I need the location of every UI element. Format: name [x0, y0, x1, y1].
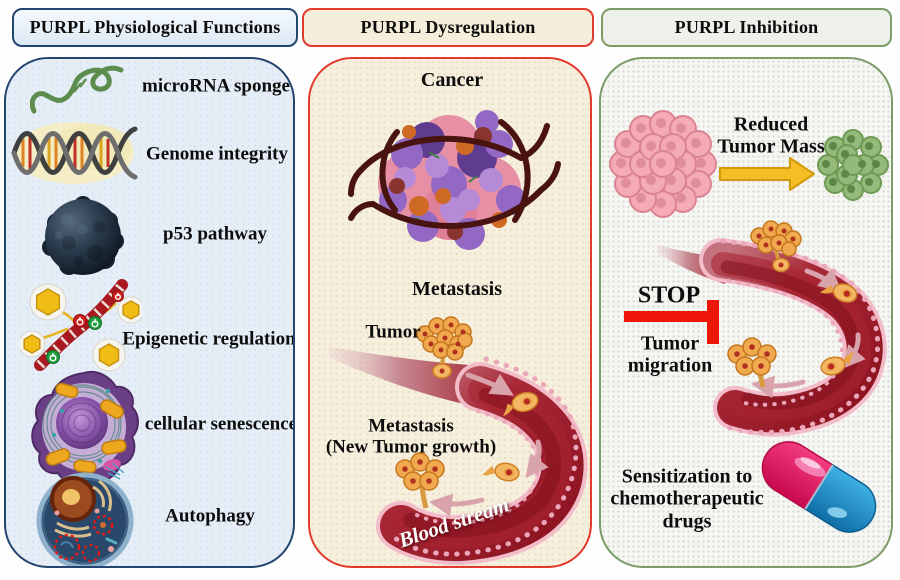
reduced-line1: Reduced — [733, 113, 809, 136]
stop-label: STOP — [637, 282, 701, 309]
reduced-tumor-arrow-icon — [719, 157, 815, 191]
autophagy-label: Autophagy — [165, 505, 255, 527]
pink-tumor-illustration — [609, 110, 717, 218]
autophagy-cell-icon — [36, 472, 134, 566]
cellular-senescence-label: cellular senescence — [144, 413, 295, 435]
microrna-sponge-icon — [30, 65, 124, 114]
sensitization-line3: drugs — [662, 510, 712, 533]
dna-helix-icon — [11, 122, 138, 184]
stop-bar-icon — [624, 300, 719, 344]
metastasis-tumor-cells — [395, 452, 445, 509]
capsule-pill-icon — [761, 441, 877, 533]
circulating-tumor-cells — [481, 391, 539, 482]
microrna-sponge-label: microRNA sponge — [142, 75, 290, 97]
new-tumor-growth-line1: Metastasis — [368, 415, 454, 437]
tumor-label: Tumor — [365, 321, 421, 343]
migration-line2: migration — [627, 355, 713, 377]
dysregulation-panel: Cancer Metastasis Tumor Metastasis (New … — [308, 57, 592, 568]
inhibition-circulating-cells — [819, 283, 858, 376]
header-dysregulation: PURPL Dysregulation — [302, 8, 594, 47]
inhibition-illustration — [609, 110, 889, 533]
green-tumor-illustration — [817, 129, 889, 201]
functions-panel: microRNA sponge Genome integrity — [4, 57, 295, 568]
migration-line1: Tumor — [640, 332, 700, 355]
p53-protein-icon — [42, 196, 124, 275]
genome-integrity-label: Genome integrity — [146, 143, 288, 165]
new-tumor-growth-label: Metastasis (New Tumor growth) — [326, 416, 496, 459]
header-dysregulation-label: PURPL Dysregulation — [360, 17, 536, 37]
sensitization-label: Sensitization to chemotherapeutic drugs — [610, 465, 763, 532]
cancer-tumor-illustration — [348, 110, 561, 250]
reduced-line2: Tumor Mass — [717, 136, 825, 158]
header-inhibition-label: PURPL Inhibition — [674, 17, 819, 37]
header-functions: PURPL Physiological Functions — [12, 8, 298, 47]
senescent-cell-icon — [31, 371, 139, 485]
epigenetic-regulation-label: Epigenetic regulation — [122, 328, 295, 350]
sensitization-line2: chemotherapeutic — [610, 487, 764, 510]
epigenetic-dna-icon — [20, 279, 142, 372]
metastasis-label: Metastasis — [412, 277, 502, 300]
dysregulation-illustration — [329, 110, 588, 566]
inhibition-panel: Reduced Tumor Mass STOP Tumor migration … — [599, 57, 893, 568]
reduced-tumor-mass-label: Reduced Tumor Mass — [717, 114, 824, 159]
header-functions-label: PURPL Physiological Functions — [29, 17, 281, 37]
blocked-tumor-cells — [727, 337, 777, 388]
tumor-migration-label: Tumor migration — [628, 333, 712, 378]
new-tumor-growth-line2: (New Tumor growth) — [325, 437, 497, 458]
cancer-label: Cancer — [420, 68, 484, 91]
sensitization-line1: Sensitization to — [621, 465, 753, 488]
p53-pathway-label: p53 pathway — [163, 223, 267, 245]
top-tumor-cells — [750, 220, 802, 273]
header-inhibition: PURPL Inhibition — [601, 8, 892, 47]
primary-tumor-cells — [416, 316, 473, 379]
inhibition-vessel-illustration — [657, 238, 887, 437]
blood-vessel-illustration — [329, 347, 588, 566]
